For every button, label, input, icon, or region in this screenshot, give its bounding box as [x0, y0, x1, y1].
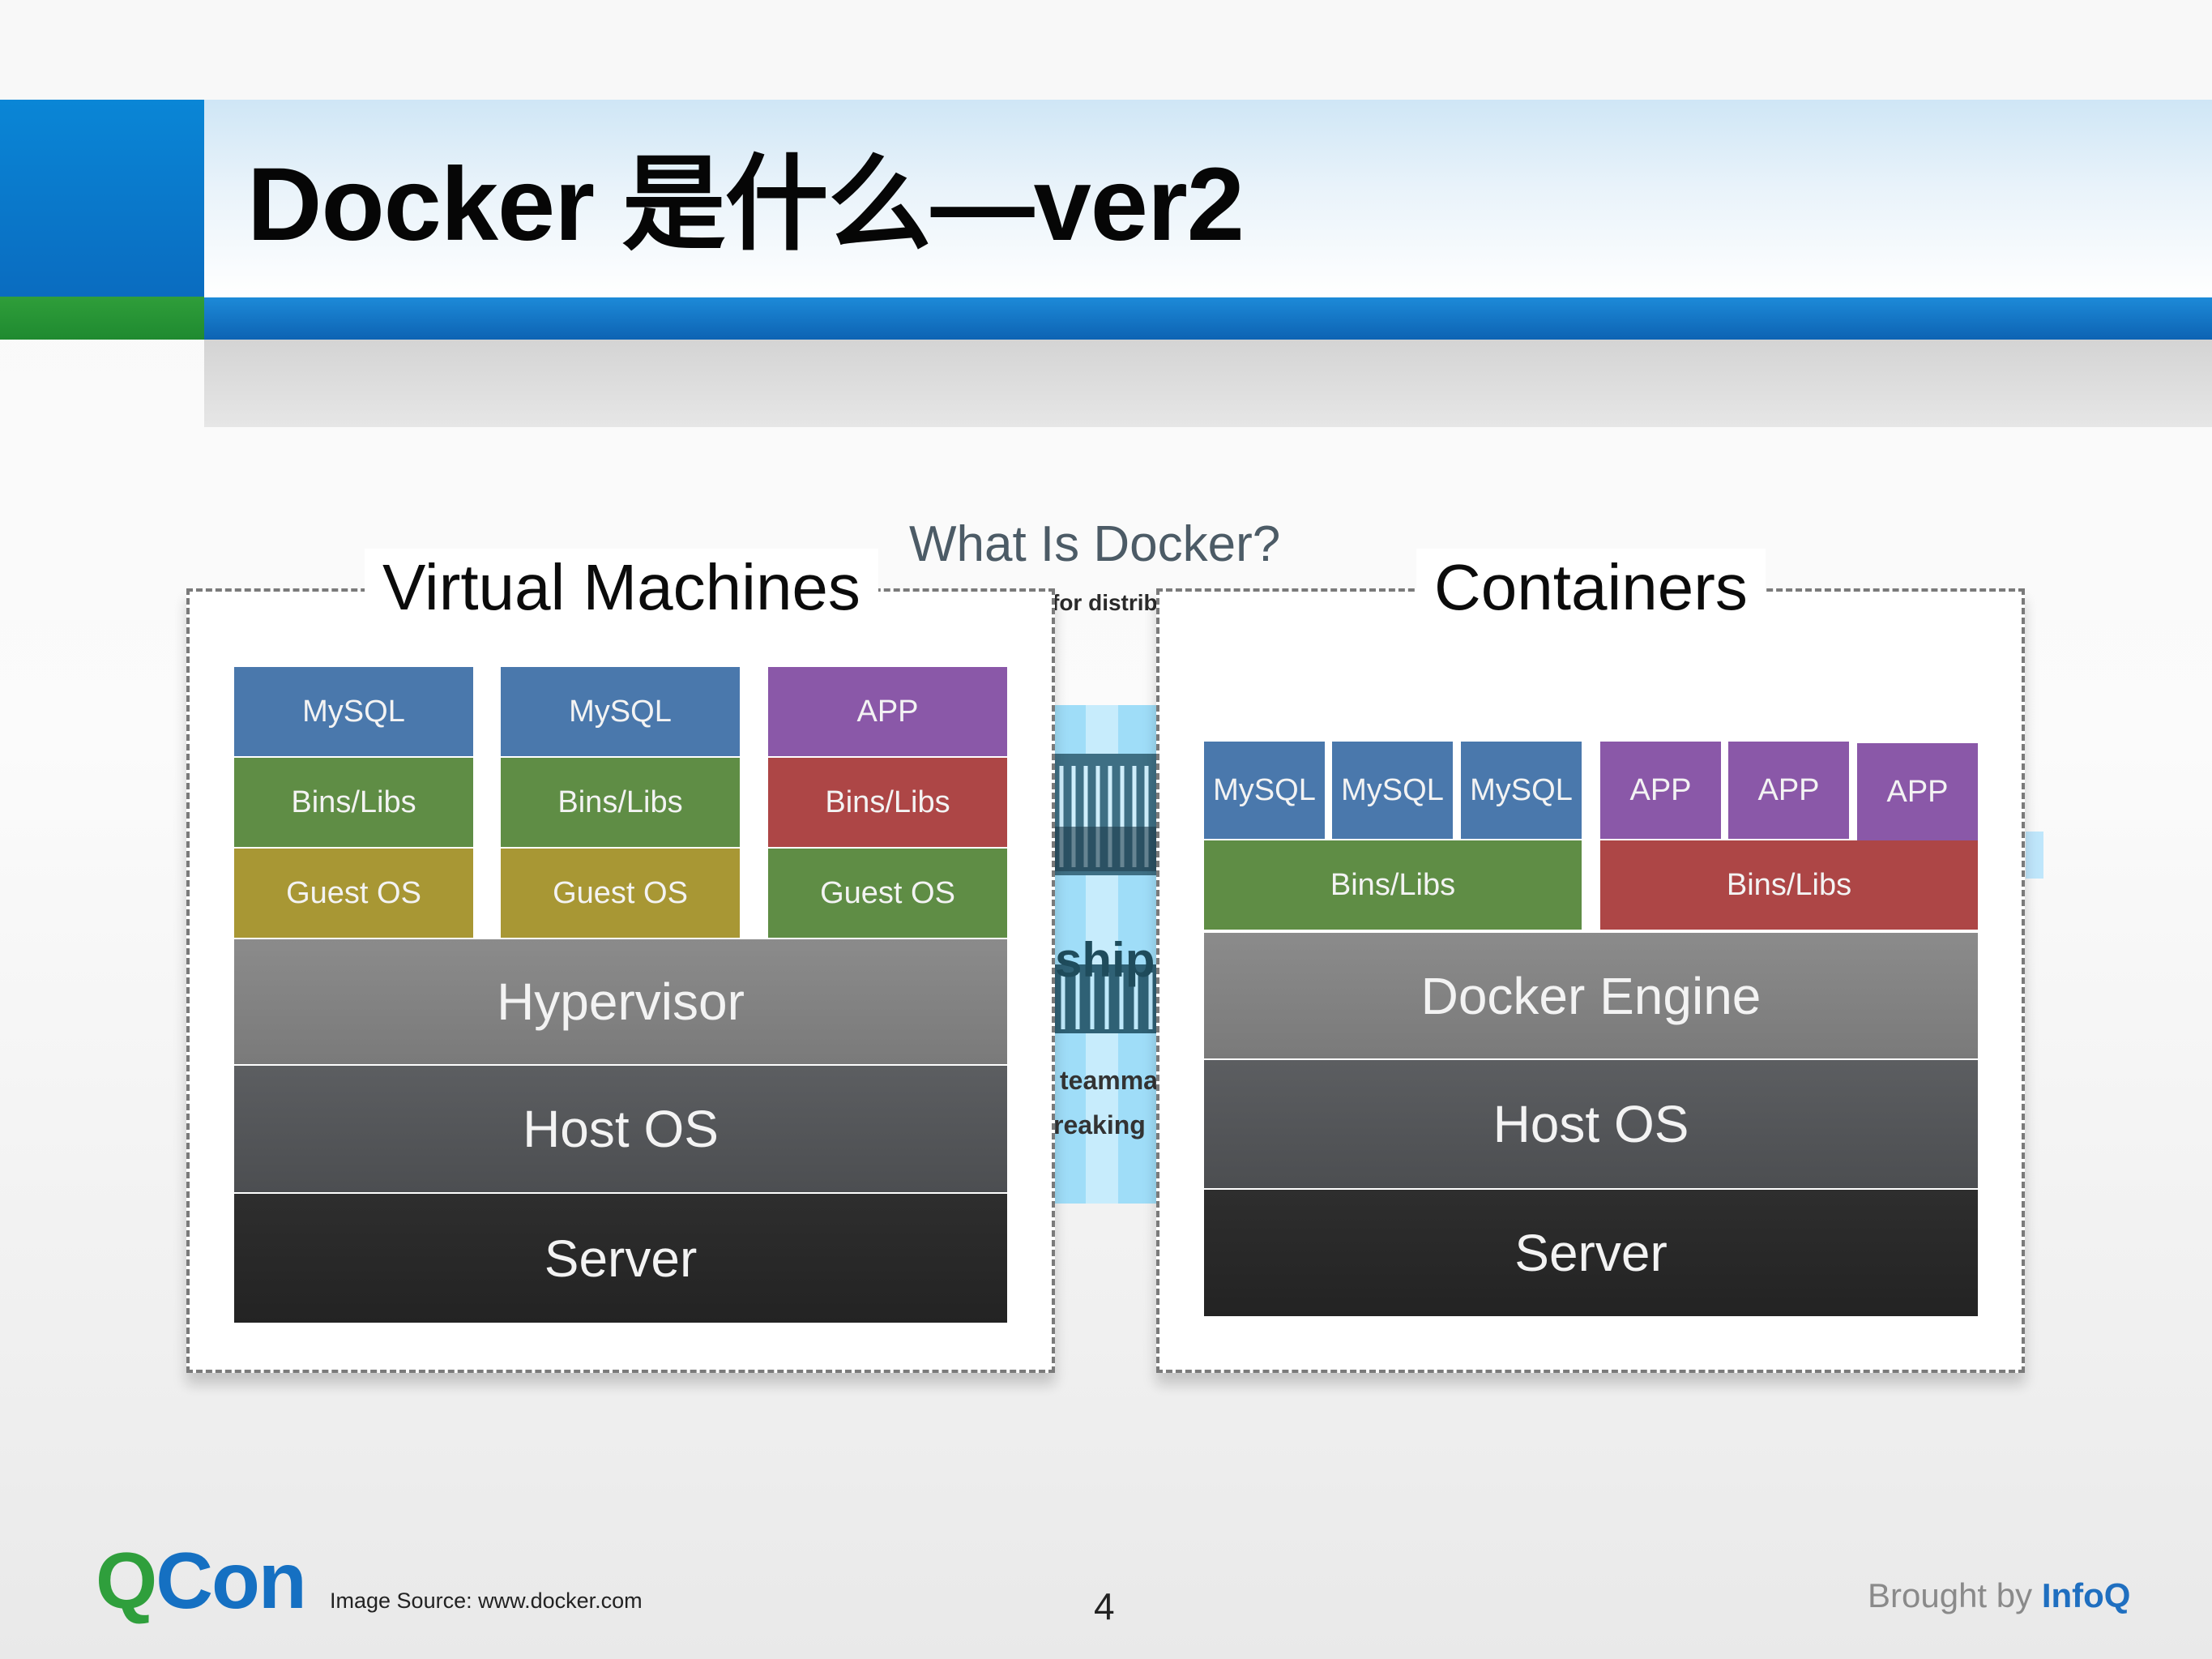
qcon-logo: QCon: [96, 1536, 307, 1625]
vm-bins-libs-2: Bins/Libs: [501, 758, 740, 847]
background-fragment-teamma: teamma: [1060, 1066, 1158, 1095]
qcon-logo-con: Con: [156, 1536, 306, 1625]
vm-bins-libs-3: Bins/Libs: [768, 758, 1007, 847]
containers-title: Containers: [1416, 549, 1766, 626]
vm-app-app-3: APP: [768, 667, 1007, 756]
background-fragment-reaking: reaking: [1053, 1110, 1146, 1139]
container-app-app-3: APP: [1857, 743, 1978, 840]
page-number: 4: [1094, 1585, 1115, 1627]
header-gray-band: [204, 340, 2212, 427]
background-subcaption: for distrib: [1052, 590, 1158, 615]
vm-app-mysql-2: MySQL: [501, 667, 740, 756]
vm-guest-os-2: Guest OS: [501, 849, 740, 938]
vm-guest-os-3: Guest OS: [768, 849, 1007, 938]
header-title-background: [204, 100, 2212, 297]
container-app-mysql-1: MySQL: [1204, 742, 1325, 839]
ship-illustration: ship teamma reaking: [1053, 705, 1159, 1204]
qcon-logo-q: Q: [96, 1536, 157, 1625]
container-app-app-1: APP: [1600, 742, 1721, 839]
background-fragment-ship: ship: [1055, 933, 1155, 987]
container-bins-libs-1: Bins/Libs: [1204, 840, 1582, 930]
header-left-blue-block: [0, 100, 204, 297]
container-server-layer: Server: [1204, 1190, 1978, 1316]
vm-hypervisor-layer: Hypervisor: [234, 939, 1007, 1064]
background-caption: What Is Docker?: [909, 516, 1281, 572]
header-left-green-block: [0, 297, 204, 340]
vm-bins-libs-1: Bins/Libs: [234, 758, 473, 847]
container-app-mysql-3: MySQL: [1461, 742, 1582, 839]
header-blue-band: [204, 297, 2212, 340]
background-accent: [2026, 832, 2043, 879]
container-host-os-layer: Host OS: [1204, 1060, 1978, 1188]
brought-by-label: Brought by: [1868, 1576, 2033, 1614]
vm-host-os-layer: Host OS: [234, 1066, 1007, 1192]
image-source-credit: Image Source: www.docker.com: [330, 1588, 643, 1613]
container-bins-libs-2: Bins/Libs: [1600, 840, 1978, 930]
ship-icon: [1053, 705, 1159, 1204]
container-docker-engine-layer: Docker Engine: [1204, 933, 1978, 1058]
virtual-machines-title: Virtual Machines: [365, 549, 878, 626]
page-title: Docker 是什么—ver2: [247, 147, 1245, 263]
container-app-app-2: APP: [1728, 742, 1849, 839]
vm-app-mysql-1: MySQL: [234, 667, 473, 756]
infoq-logo: InfoQ: [2041, 1576, 2131, 1614]
vm-guest-os-1: Guest OS: [234, 849, 473, 938]
container-app-mysql-2: MySQL: [1332, 742, 1453, 839]
brought-by-credit: Brought by InfoQ: [1868, 1576, 2130, 1615]
vm-server-layer: Server: [234, 1194, 1007, 1323]
